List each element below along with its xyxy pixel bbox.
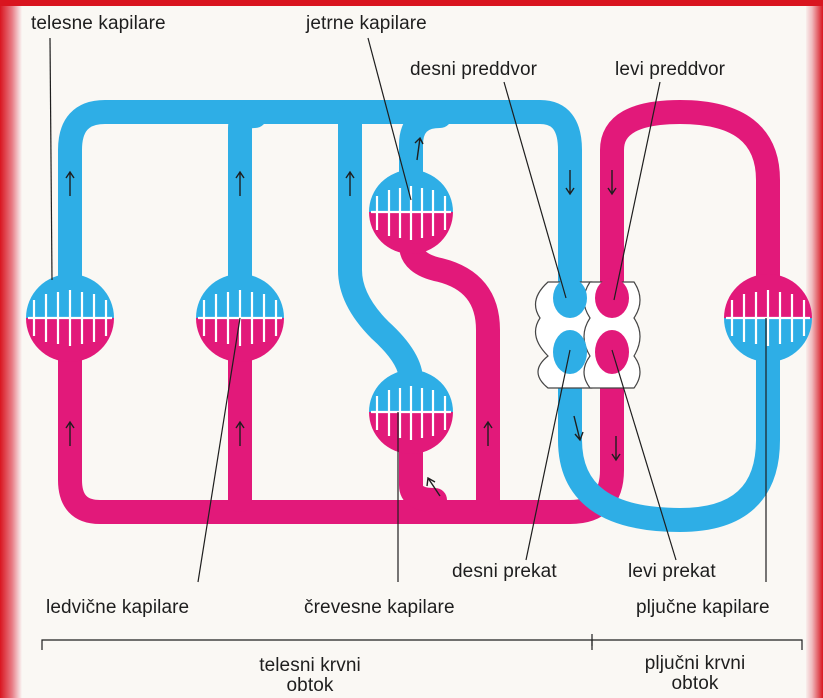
aorta-loop [70, 352, 612, 512]
capillary-liver [367, 168, 455, 256]
label-desni-prekat: desni prekat [452, 562, 557, 581]
gut-artery [411, 446, 435, 500]
label-levi-preddvor: levi preddvor [615, 60, 725, 79]
label-jetrne-kapilare: jetrne kapilare [306, 14, 427, 33]
label-desni-preddvor: desni preddvor [410, 60, 537, 79]
label-telesne-kapilare: telesne kapilare [31, 14, 166, 33]
label-pljucni-krvni-obtok: pljučni krvni obtok [620, 654, 770, 694]
label-telesni-line2: obtok [287, 675, 334, 696]
vena-cava-loop [70, 112, 570, 286]
capillary-gut [367, 368, 455, 456]
label-crevesne-kapilare: črevesne kapilare [304, 598, 455, 617]
capillary-body [24, 272, 116, 364]
kidney-vein [240, 116, 255, 286]
right-atrium [553, 278, 587, 318]
label-telesni-krvni-obtok: telesni krvni obtok [230, 656, 390, 696]
label-pljucni-line1: pljučni krvni [645, 653, 746, 674]
bracket-pulmonary [592, 640, 802, 650]
leader-telesne [50, 38, 52, 280]
left-atrium [595, 278, 629, 318]
label-pljucne-kapilare: pljučne kapilare [636, 598, 770, 617]
capillary-lung [722, 272, 814, 364]
label-ledvicne-kapilare: ledvične kapilare [46, 598, 189, 617]
label-levi-prekat: levi prekat [628, 562, 716, 581]
heart [536, 278, 641, 388]
label-pljucni-line2: obtok [672, 673, 719, 694]
bracket-systemic [42, 640, 592, 650]
label-telesni-line1: telesni krvni [259, 655, 361, 676]
